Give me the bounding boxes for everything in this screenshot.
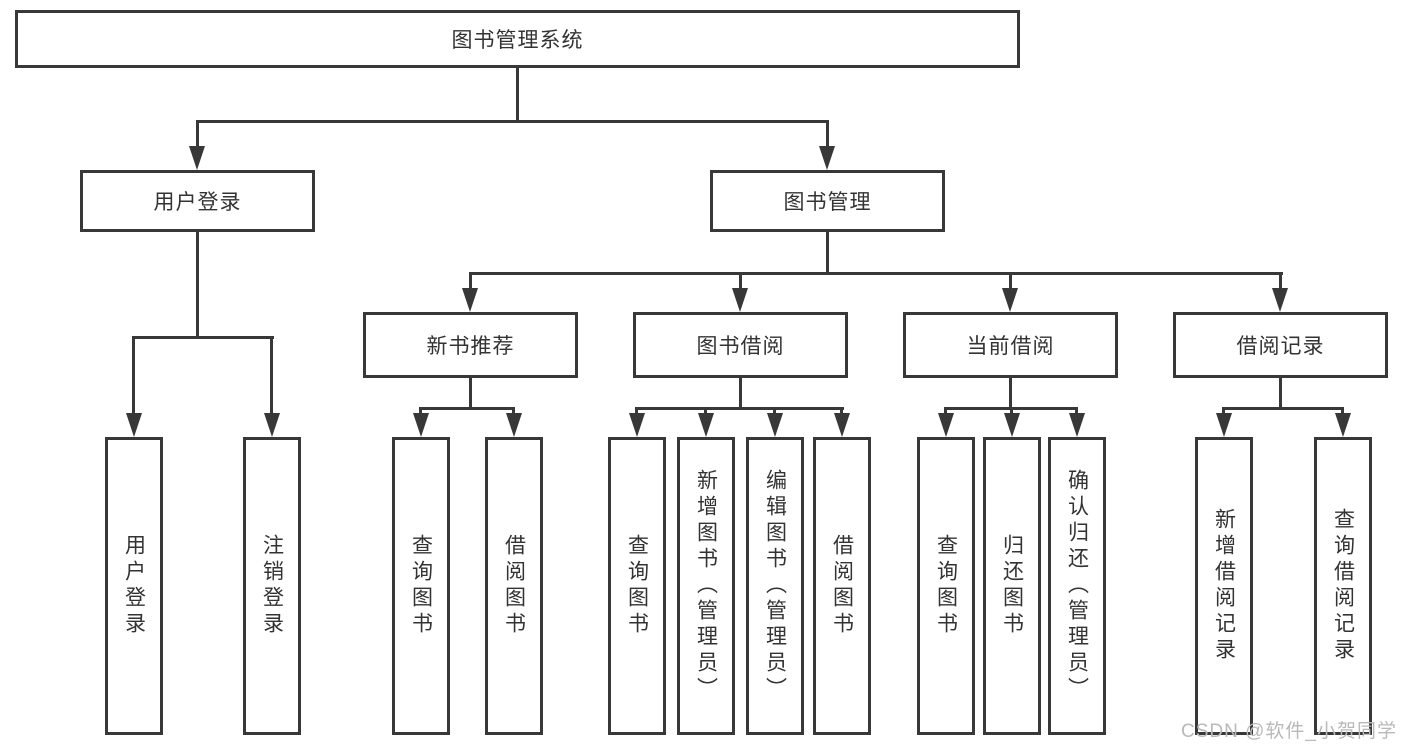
leaf-return-book: 归还图书 [983,437,1041,735]
connector-line [773,407,776,417]
connector-line [1075,407,1078,417]
node-label: 查询图书 [409,534,433,638]
leaf-confirm-return-admin: 确认归还（管理员） [1048,437,1106,735]
node-current-borrowing: 当前借阅 [903,312,1118,378]
node-label: 编辑图书（管理员） [763,469,787,703]
node-label: 借阅图书 [830,534,854,638]
leaf-edit-book-admin: 编辑图书（管理员） [746,437,804,735]
leaf-query-books-recommend: 查询图书 [392,437,450,735]
connector-line [516,68,519,122]
connector-line [739,378,742,409]
arrow-down-icon [413,413,429,437]
node-label: 新书推荐 [426,335,515,358]
leaf-query-borrow-record: 查询借阅记录 [1314,437,1372,735]
connector-line [196,232,199,338]
node-label: 新增借阅记录 [1212,508,1236,664]
connector-line [1009,272,1012,294]
arrow-down-icon [629,413,645,437]
arrow-down-icon [1335,413,1351,437]
connector-line [469,272,472,294]
connector-line [739,272,742,294]
arrow-down-icon [834,413,850,437]
arrow-down-icon [767,413,783,437]
node-label: 借阅图书 [502,534,526,638]
arrow-down-icon [264,413,280,437]
connector-line [840,407,843,417]
connector-line [635,407,638,417]
node-label: 注销登录 [260,534,284,638]
connector-line [420,407,515,410]
connector-line [1279,378,1282,409]
connector-line [512,407,515,417]
connector-line [704,407,707,417]
leaf-borrow-book-recommend: 借阅图书 [485,437,543,735]
node-library-management-system: 图书管理系统 [15,10,1020,68]
arrow-down-icon [462,288,478,312]
node-label: 当前借阅 [966,335,1055,358]
connector-line [1009,378,1012,409]
connector-line [196,120,199,152]
arrow-down-icon [126,413,142,437]
arrow-down-icon [732,288,748,312]
leaf-add-book-admin: 新增图书（管理员） [677,437,735,735]
connector-line [419,407,422,417]
node-label: 图书管理系统 [451,29,584,52]
leaf-borrow-book: 借阅图书 [813,437,871,735]
node-label: 查询借阅记录 [1331,508,1355,664]
leaf-user-login: 用户登录 [105,437,163,735]
csdn-watermark: CSDN @软件_小贺同学 [1181,721,1397,742]
node-book-borrowing: 图书借阅 [633,312,848,378]
leaf-add-borrow-record: 新增借阅记录 [1195,437,1253,735]
connector-line [1223,407,1344,410]
node-label: 用户登录 [122,534,146,638]
arrow-down-icon [1002,288,1018,312]
arrow-down-icon [1069,413,1085,437]
connector-line [270,336,273,414]
node-label: 归还图书 [1000,534,1024,638]
connector-line [944,407,947,417]
node-label: 用户登录 [153,191,242,214]
connector-line [826,120,829,152]
connector-line [132,336,274,339]
node-label: 查询图书 [934,534,958,638]
connector-line [132,336,135,414]
node-label: 确认归还（管理员） [1065,469,1089,703]
node-borrowing-records: 借阅记录 [1173,312,1388,378]
arrow-down-icon [1004,413,1020,437]
arrow-down-icon [938,413,954,437]
connector-line [469,378,472,409]
connector-line [1010,407,1013,417]
node-label: 新增图书（管理员） [694,469,718,703]
leaf-query-books-borrowing: 查询图书 [608,437,666,735]
connector-line [636,407,844,410]
node-label: 借阅记录 [1236,335,1325,358]
node-user-login: 用户登录 [80,170,315,232]
arrow-down-icon [506,413,522,437]
arrow-down-icon [189,146,205,170]
arrow-down-icon [698,413,714,437]
connector-line [1222,407,1225,417]
connector-line [1341,407,1344,417]
node-label: 图书借阅 [696,335,785,358]
leaf-logout: 注销登录 [243,437,301,735]
leaf-query-books-current: 查询图书 [917,437,975,735]
arrow-down-icon [1216,413,1232,437]
node-label: 查询图书 [625,534,649,638]
connector-line [826,232,829,274]
connector-line [1279,272,1282,294]
node-new-book-recommend: 新书推荐 [363,312,578,378]
arrow-down-icon [819,146,835,170]
node-label: 图书管理 [783,191,872,214]
node-book-management: 图书管理 [710,170,945,232]
arrow-down-icon [1272,288,1288,312]
connector-line [196,120,829,123]
connector-line [469,272,1283,275]
